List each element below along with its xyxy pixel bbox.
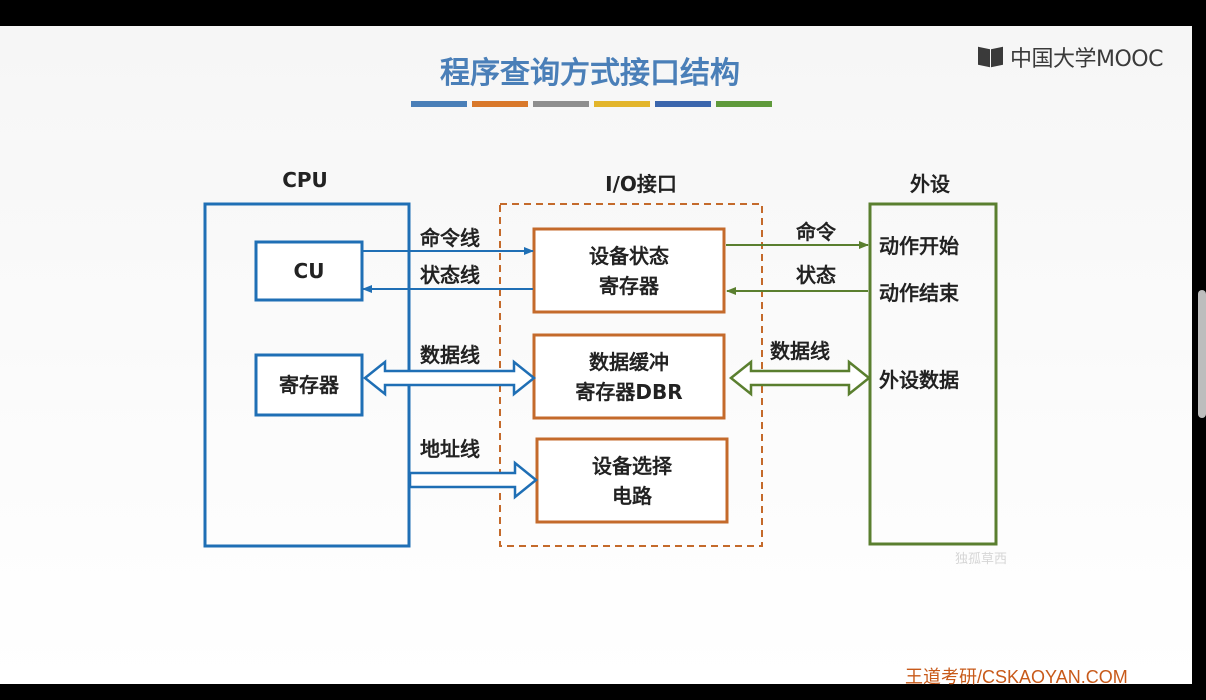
title-stripe: [594, 101, 650, 107]
data-buffer-label-line2: 寄存器DBR: [575, 379, 683, 404]
data-line-double-arrow: [362, 359, 537, 397]
status-line-label: 状态线: [420, 263, 480, 287]
device-action-start: 动作开始: [879, 234, 959, 258]
device-status-label: 状态: [796, 263, 836, 287]
scrollbar-handle[interactable]: [1198, 290, 1206, 418]
data-buffer-label: 数据缓冲 寄存器DBR: [534, 335, 724, 418]
status-register-label-line1: 设备状态: [589, 243, 669, 268]
device-action-end: 动作结束: [879, 281, 959, 305]
address-line-label: 地址线: [420, 437, 480, 461]
device-data-double-arrow: [728, 359, 872, 397]
device-heading: 外设: [910, 172, 950, 196]
device-select-label-line1: 设备选择: [592, 453, 672, 478]
device-data-line-label: 数据线: [770, 339, 830, 363]
status-register-box: [532, 227, 726, 314]
slide-title: 程序查询方式接口结构: [440, 56, 740, 91]
device-select-box: [535, 437, 729, 524]
status-register-label: 设备状态 寄存器: [534, 229, 724, 312]
title-stripe: [655, 101, 711, 107]
title-stripe: [716, 101, 772, 107]
watermark-text: 独孤草西: [955, 552, 1008, 567]
cpu-register-label: 寄存器: [279, 373, 339, 397]
device-select-label: 设备选择 电路: [537, 439, 727, 522]
mooc-logo: 中国大学MOOC: [978, 42, 1163, 72]
device-data-text: 外设数据: [879, 368, 959, 392]
data-line-label: 数据线: [420, 343, 480, 367]
cpu-heading: CPU: [282, 168, 328, 192]
data-buffer-label-line1: 数据缓冲: [589, 349, 669, 374]
cu-box: [254, 240, 364, 302]
address-line-arrow: [408, 460, 538, 500]
io-interface-heading: I/O接口: [605, 172, 677, 196]
title-stripe: [533, 101, 589, 107]
mooc-logo-text: 中国大学MOOC: [1010, 47, 1163, 72]
device-command-label: 命令: [796, 220, 836, 244]
status-register-label-line2: 寄存器: [599, 273, 659, 298]
command-line-label: 命令线: [420, 226, 480, 250]
device-block: [868, 202, 998, 546]
footer-brand: 王道考研/CSKAOYAN.COM: [905, 667, 1128, 687]
title-stripe: [411, 101, 467, 107]
cu-label: CU: [293, 259, 325, 283]
data-buffer-box: [532, 333, 726, 420]
cpu-register-box: [254, 353, 364, 417]
device-select-label-line2: 电路: [612, 483, 652, 508]
title-stripe: [472, 101, 528, 107]
